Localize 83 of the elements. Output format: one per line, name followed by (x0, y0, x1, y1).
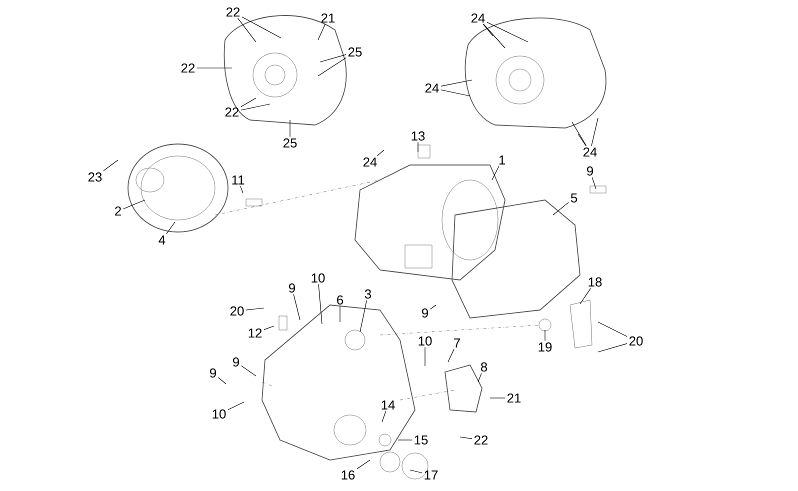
leader-line (430, 304, 436, 310)
callout-number: 17 (424, 470, 438, 480)
callout-number: 11 (232, 176, 244, 184)
callout-number: 10 (312, 273, 325, 283)
callout-number: 22 (181, 63, 195, 73)
leader-line (318, 24, 326, 40)
leader-line (478, 373, 482, 382)
callout-number: 22 (474, 435, 488, 445)
leader-line (318, 58, 346, 76)
leader-line (240, 98, 256, 108)
leader-line (356, 460, 370, 470)
callout-number: 25 (283, 138, 297, 148)
leader-line (440, 80, 472, 87)
callout-number: 10 (418, 336, 432, 346)
leader-line (360, 300, 367, 332)
leader-line (598, 322, 628, 337)
leader-line (264, 326, 274, 330)
callout-number: 2 (115, 206, 121, 216)
leader-line (552, 202, 569, 216)
leader-line (578, 134, 586, 146)
callout-number: 24 (363, 157, 377, 167)
leader-line (460, 436, 472, 440)
leader-line (410, 470, 422, 474)
callout-number: 1 (499, 156, 505, 164)
leader-line (166, 222, 176, 234)
callout-number: 14 (382, 400, 395, 410)
callout-number: 23 (88, 172, 102, 182)
leader-line (241, 365, 256, 376)
callout-number: 16 (342, 470, 355, 480)
callout-number: 25 (348, 47, 362, 57)
callout-number: 21 (507, 393, 521, 403)
callout-number: 15 (414, 435, 428, 445)
leader-line (483, 24, 506, 48)
leader-line (591, 118, 598, 146)
leader-line (246, 308, 264, 310)
leader-line (598, 343, 628, 352)
leader-line (103, 160, 118, 171)
callout-number: 3 (364, 289, 372, 299)
leader-line (486, 22, 528, 42)
callout-number: 4 (158, 236, 166, 244)
callout-number: 9 (233, 357, 239, 367)
leader-line (242, 16, 282, 38)
leader-line (572, 122, 587, 146)
callout-number: 21 (321, 13, 335, 23)
leader-line (240, 104, 270, 110)
leader-line (544, 330, 546, 341)
callout-number: 7 (454, 338, 460, 348)
leader-line (293, 294, 300, 320)
leader-line (580, 288, 591, 304)
leader-line (482, 24, 494, 36)
callout-number: 5 (570, 193, 578, 203)
leader-line (440, 90, 470, 96)
leader-line (123, 200, 146, 210)
callout-number: 24 (471, 13, 485, 23)
leader-line (320, 54, 346, 62)
leader-line (424, 347, 426, 366)
callout-number: 22 (225, 107, 239, 117)
leader-line (492, 166, 500, 180)
callout-number: 8 (480, 362, 488, 372)
callout-number: 18 (588, 277, 602, 287)
callout-number: 9 (210, 368, 216, 378)
callout-number: 9 (422, 308, 428, 318)
callout-number: 6 (337, 295, 344, 305)
leader-line (228, 402, 244, 410)
callout-number: 9 (587, 166, 593, 176)
leader-line (318, 284, 322, 324)
leader-line (237, 18, 256, 42)
callout-number: 20 (230, 306, 244, 316)
leader-line (448, 348, 454, 362)
callout-number: 24 (425, 83, 439, 93)
callout-number: 20 (629, 336, 643, 346)
callout-number: 19 (538, 342, 552, 352)
callout-number: 12 (248, 328, 262, 338)
leader-line (376, 150, 384, 156)
leader-line (592, 177, 596, 190)
callout-number: 24 (583, 147, 597, 157)
callout-number: 13 (412, 131, 425, 141)
leader-line (218, 377, 226, 384)
callout-number: 9 (289, 283, 295, 293)
callout-number: 10 (212, 409, 226, 419)
leader-line (382, 410, 386, 422)
leader-line (240, 186, 244, 194)
callout-number: 22 (226, 7, 240, 17)
